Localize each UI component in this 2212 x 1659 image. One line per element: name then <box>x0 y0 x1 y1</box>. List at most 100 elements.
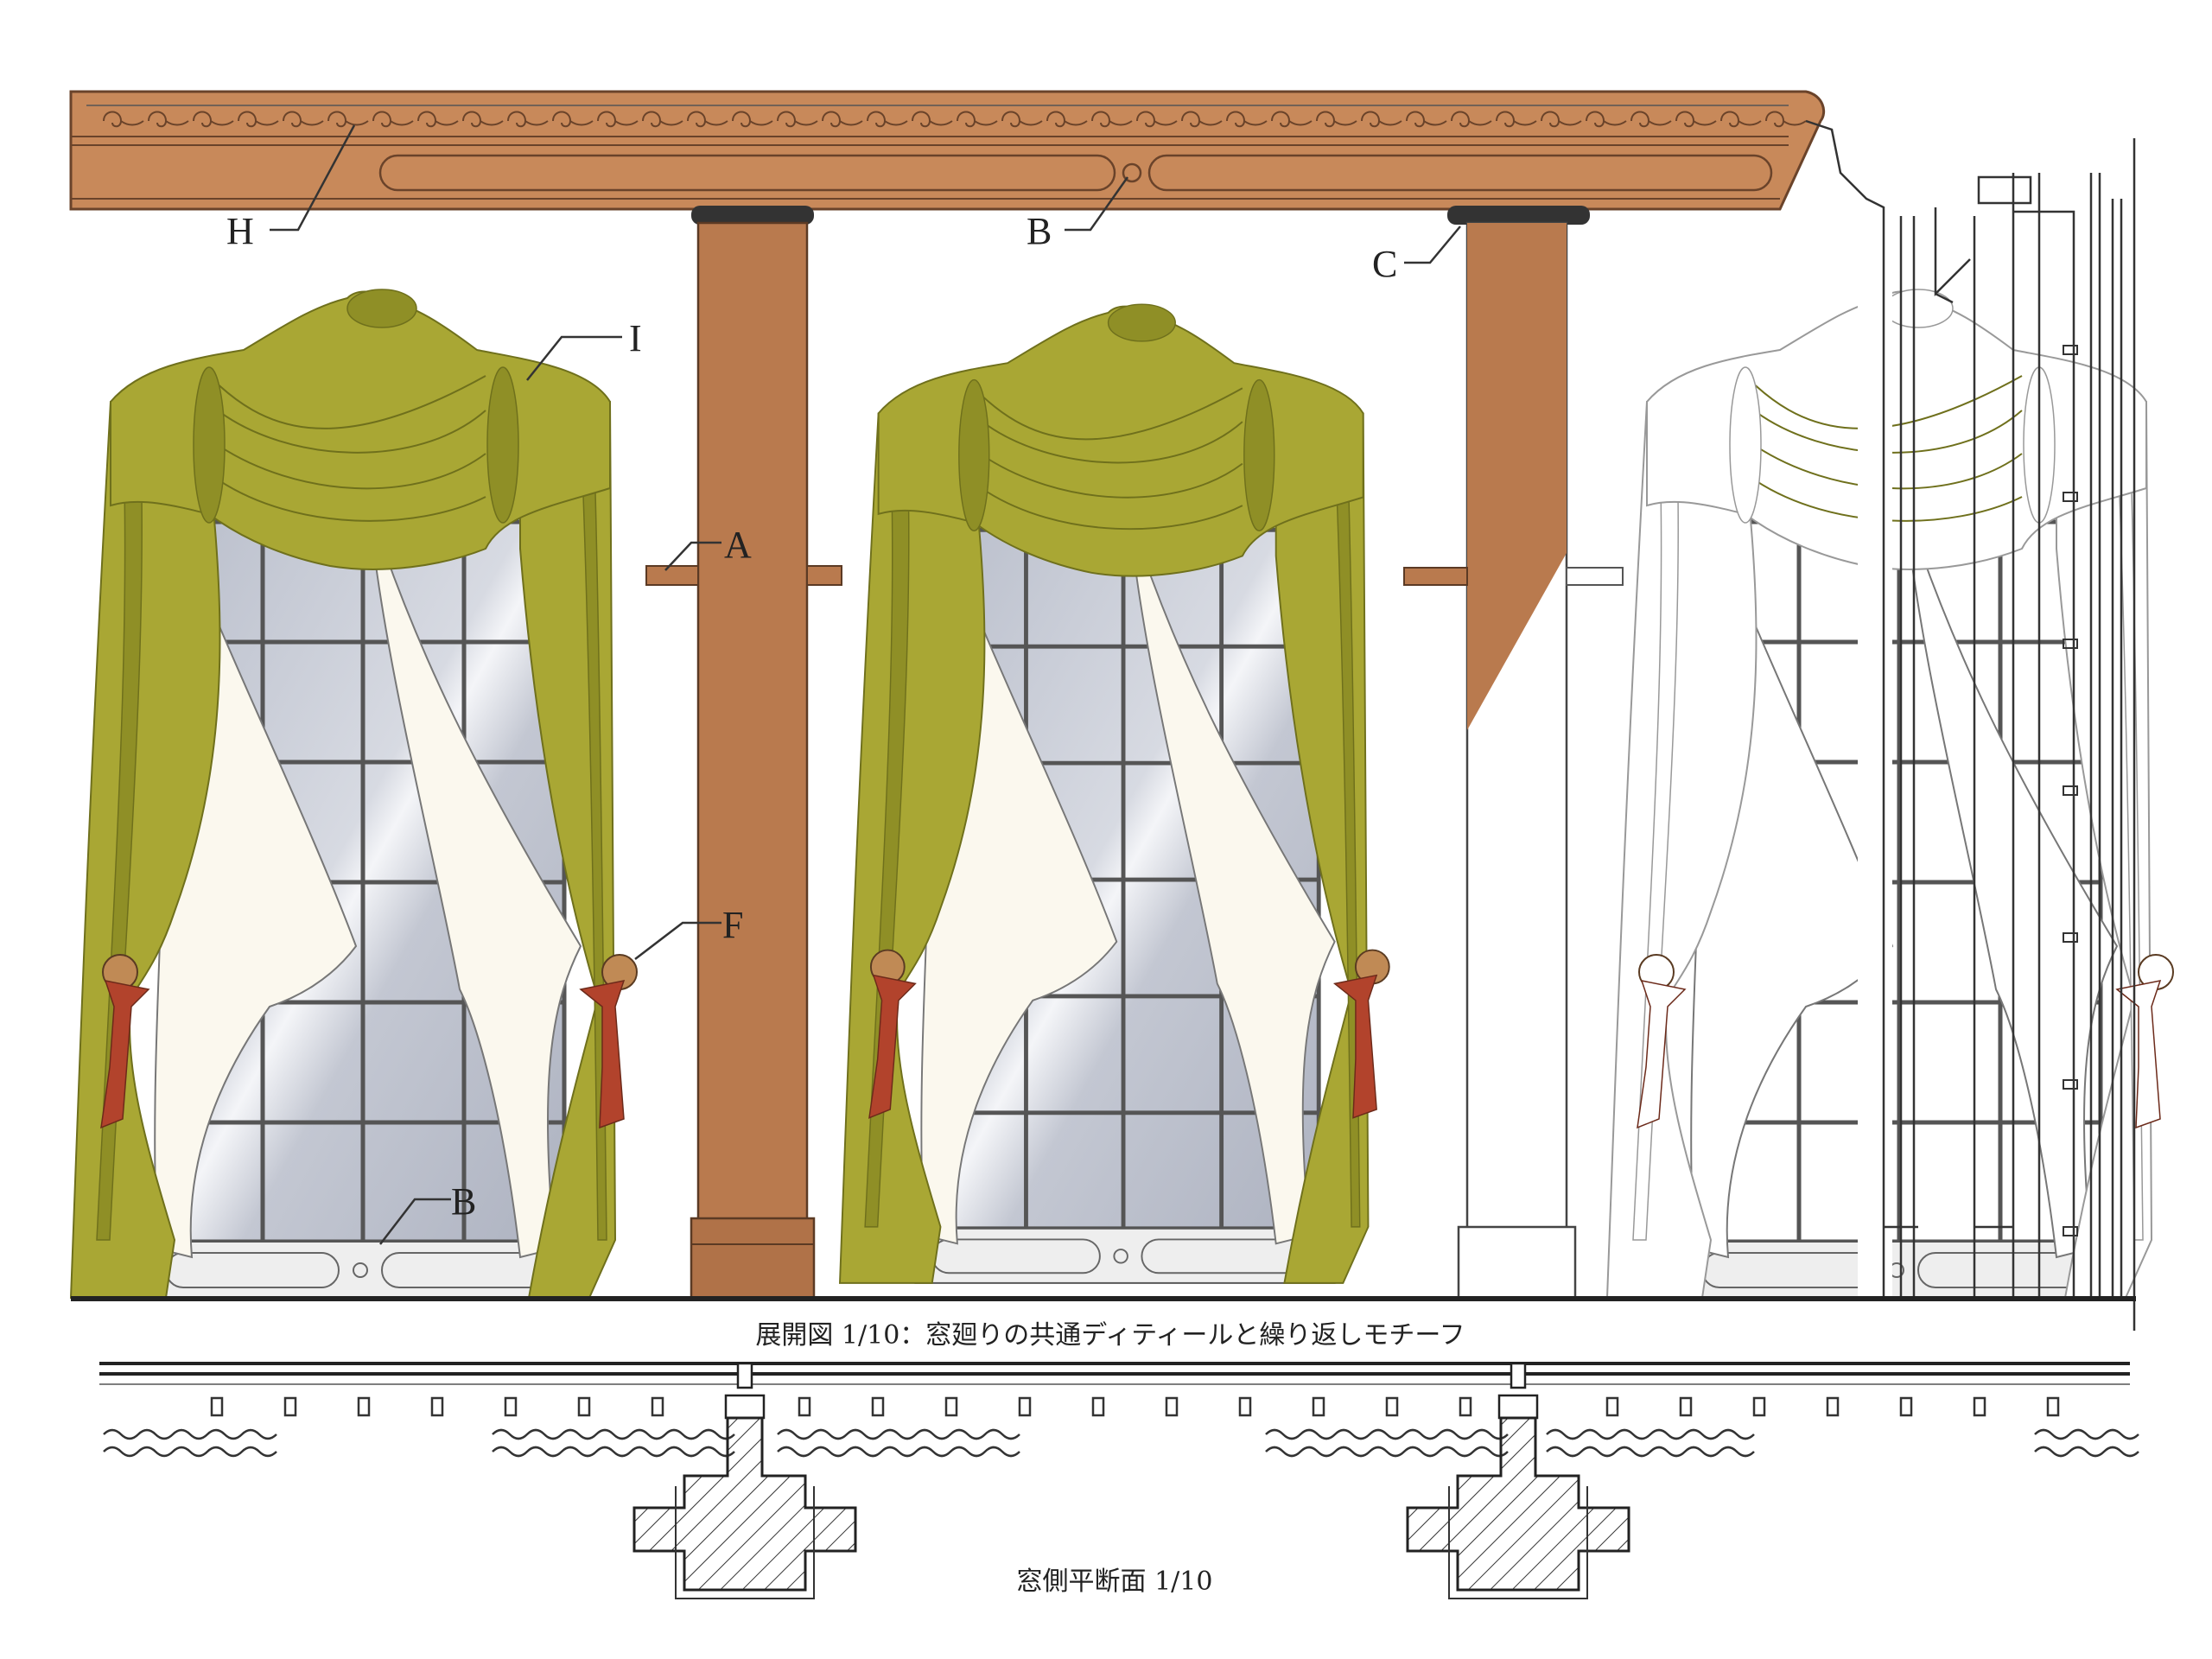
cornice-beam <box>69 90 1826 211</box>
scroll-motif <box>417 111 459 128</box>
scroll-motif <box>1226 111 1268 128</box>
label-C: C <box>1372 243 1397 285</box>
plan-mullion <box>1312 1396 1325 1417</box>
callout-I: I <box>526 317 642 381</box>
scroll-motif <box>912 111 953 128</box>
plan-mullion <box>1385 1396 1399 1417</box>
callout-F: F <box>634 904 743 960</box>
plan-pillar-section <box>1406 1362 1630 1599</box>
plan-mullion <box>577 1396 591 1417</box>
scroll-motif <box>1091 111 1133 128</box>
plan-curtain-wave <box>1546 1428 1755 1440</box>
callout-B-top: B <box>1027 176 1129 252</box>
section-tick <box>2063 1226 2078 1236</box>
scroll-motif <box>822 111 863 128</box>
plan-mullion <box>944 1396 958 1417</box>
scroll-motif <box>552 111 594 128</box>
section-tick <box>2063 1079 2078 1090</box>
scroll-motif <box>1316 111 1357 128</box>
scroll-motif <box>1361 111 1402 128</box>
plan-mullion <box>1238 1396 1252 1417</box>
label-B-bottom: B <box>451 1180 476 1223</box>
plan-mullion <box>871 1396 885 1417</box>
scroll-motif <box>1181 111 1223 128</box>
section-ticks <box>2063 345 2078 1236</box>
plan-mullion <box>1752 1396 1766 1417</box>
scroll-motif-frieze <box>103 111 1807 128</box>
scroll-motif <box>597 111 639 128</box>
plan-section <box>99 1362 2139 1599</box>
scroll-motif <box>1720 111 1762 128</box>
scroll-motif <box>732 111 773 128</box>
curtain-rail-1 <box>645 565 699 586</box>
plan-mullion <box>1899 1396 1913 1417</box>
scroll-motif <box>1630 111 1672 128</box>
scroll-motif <box>1001 111 1043 128</box>
label-B-top: B <box>1027 210 1052 252</box>
scroll-motif <box>777 111 818 128</box>
plan-mullion <box>1459 1396 1472 1417</box>
wall-section-profile <box>1805 119 2136 1331</box>
pillar-2 <box>1403 206 1624 1300</box>
callout-C: C <box>1372 226 1461 285</box>
scroll-motif <box>372 111 414 128</box>
label-H: H <box>226 210 254 252</box>
scroll-motif <box>957 111 998 128</box>
plan-mullion <box>1091 1396 1105 1417</box>
callout-B-bottom: B <box>379 1180 476 1245</box>
plan-mullion <box>430 1396 444 1417</box>
label-I: I <box>629 317 642 359</box>
scroll-motif <box>462 111 504 128</box>
window-curtain-group-1 <box>71 289 637 1298</box>
callout-H: H <box>226 124 356 252</box>
section-tick <box>2063 492 2078 502</box>
elevation-caption: 展開図 1/10：窓廻りの共通ディティールと繰り返しモチーフ <box>755 1320 1465 1351</box>
label-F: F <box>722 904 743 946</box>
scroll-motif <box>327 111 369 128</box>
scroll-motif <box>1136 111 1178 128</box>
plan-mullion <box>210 1396 224 1417</box>
scroll-motif <box>1675 111 1717 128</box>
scroll-motif <box>1496 111 1537 128</box>
plan-curtain-wave <box>492 1428 735 1440</box>
scroll-motif <box>238 111 279 128</box>
plan-mullion <box>504 1396 518 1417</box>
plan-curtain-wave <box>492 1446 735 1458</box>
plan-caption: 窓側平断面 1/10 <box>1017 1567 1213 1597</box>
scroll-motif <box>867 111 908 128</box>
plan-mullion <box>1018 1396 1032 1417</box>
plan-curtain-wave <box>1265 1428 1509 1440</box>
scroll-motif <box>148 111 189 128</box>
scroll-motif <box>507 111 549 128</box>
plan-curtain-wave <box>1265 1446 1509 1458</box>
plan-curtain-wave <box>777 1428 1020 1440</box>
curtain-rail-1b <box>806 565 842 586</box>
plan-mullion <box>1165 1396 1179 1417</box>
section-tick <box>2063 639 2078 649</box>
plan-pillar-section <box>632 1362 857 1599</box>
plan-mullion <box>1605 1396 1619 1417</box>
scroll-motif <box>1541 111 1582 128</box>
plan-curtain-wave <box>1546 1446 1755 1458</box>
section-tick <box>2063 785 2078 796</box>
scroll-motif <box>103 111 144 128</box>
plan-curtain-wave <box>777 1446 1020 1458</box>
scroll-motif <box>283 111 324 128</box>
plan-mullion <box>2046 1396 2060 1417</box>
window-curtain-group-2 <box>840 304 1389 1283</box>
callout-A: A <box>664 524 752 571</box>
scroll-motif <box>1765 111 1807 128</box>
scroll-motif <box>642 111 683 128</box>
plan-mullion <box>651 1396 664 1417</box>
plan-curtain-wave <box>103 1446 277 1458</box>
plan-mullion <box>798 1396 811 1417</box>
scroll-motif <box>1271 111 1313 128</box>
floor-line <box>71 1296 2136 1301</box>
plan-mullion <box>1973 1396 1986 1417</box>
plan-curtain-wave <box>2034 1428 2139 1440</box>
plan-curtain-wave <box>2034 1446 2139 1458</box>
plan-curtain-wave <box>103 1428 277 1440</box>
pillar-1 <box>690 206 816 1300</box>
scroll-motif <box>1451 111 1492 128</box>
